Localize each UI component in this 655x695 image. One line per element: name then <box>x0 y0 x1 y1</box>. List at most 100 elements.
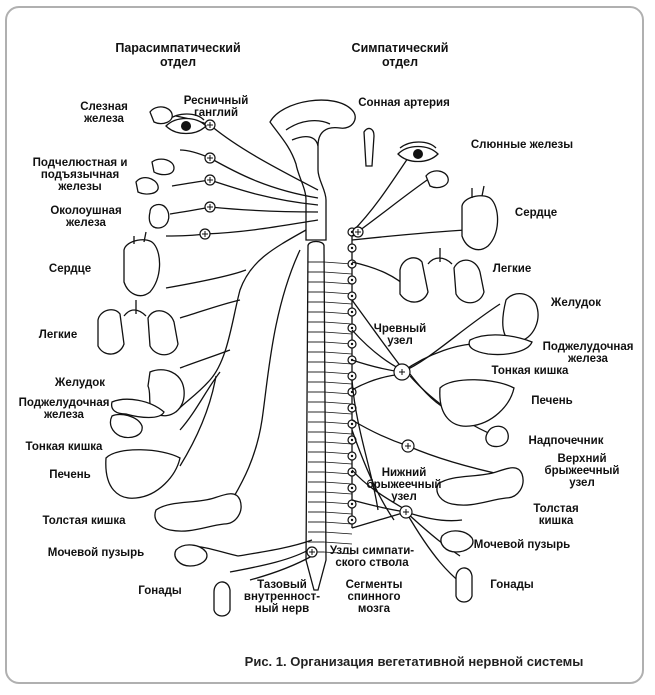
left-liver-icon <box>105 449 181 499</box>
label-parotid-2: железа <box>65 217 107 229</box>
label-right-bladder: Мочевой пузырь <box>474 539 570 551</box>
brain-stem <box>269 99 356 241</box>
ramus-line <box>323 301 353 305</box>
right-organs <box>363 127 539 603</box>
left-small-intestine-icon <box>109 413 143 439</box>
left-colon-icon <box>154 493 242 532</box>
right-stomach-icon <box>502 293 539 343</box>
label-sup-mesenteric-1: Верхний <box>557 453 606 465</box>
label-ciliary-ganglion-2: ганглий <box>194 107 238 119</box>
ramus-line <box>323 281 353 285</box>
ramus-line <box>323 381 353 385</box>
left-heart-icon <box>123 239 161 297</box>
trunk-ganglion-dot <box>350 406 354 410</box>
ramus-line <box>323 361 353 365</box>
header-para-line1: Парасимпатический <box>115 41 240 55</box>
label-right-pancreas-1: Поджелудочная <box>543 341 634 353</box>
label-lacrimal-1: Слезная <box>80 101 128 113</box>
right-bladder-icon <box>440 530 474 553</box>
symp-ganglion-mark <box>403 509 409 515</box>
label-left-stomach: Желудок <box>54 377 105 389</box>
trunk-ganglion-dot <box>350 326 354 330</box>
label-lacrimal-2: железа <box>83 113 125 125</box>
trunk-ganglion-dot <box>350 262 354 266</box>
trunk-ganglion-dot <box>350 246 354 250</box>
left-sublingual-gland-icon <box>151 158 175 176</box>
symp-ganglion-mark <box>355 229 361 235</box>
trunk-ganglion-dot <box>350 502 354 506</box>
para-ganglion-mark <box>207 155 213 161</box>
label-parotid-1: Околоушная <box>50 205 121 217</box>
ramus-line <box>323 431 353 435</box>
ramus-line <box>323 261 353 265</box>
ramus-line <box>323 271 353 275</box>
label-left-liver: Печень <box>49 469 90 481</box>
label-left-pancreas-1: Поджелудочная <box>19 397 110 409</box>
trunk-ganglion-dot <box>350 374 354 378</box>
label-right-small-intestine: Тонкая кишка <box>492 365 569 377</box>
left-lacrimal-gland-icon <box>149 106 173 125</box>
label-trunk-nodes-2: ского ствола <box>335 557 409 569</box>
label-inf-mesenteric-1: Нижний <box>382 467 427 479</box>
left-gonads-icon <box>213 581 231 617</box>
trunk-ganglion-dot <box>350 422 354 426</box>
label-segments-3: мозга <box>358 603 391 615</box>
label-right-colon-1: Толстая <box>533 503 578 515</box>
ramus-line <box>323 481 353 485</box>
para-ganglion-mark <box>207 177 213 183</box>
right-adrenal-icon <box>485 425 509 448</box>
para-ganglion-mark <box>207 204 213 210</box>
label-right-pancreas-2: железа <box>567 353 609 365</box>
ramus-line <box>323 541 353 545</box>
ramus-line <box>323 531 353 535</box>
label-celiac-1: Чревный <box>374 323 426 335</box>
ramus-line <box>323 461 353 465</box>
sympathetic-trunk <box>347 227 357 528</box>
label-ciliary-ganglion-1: Ресничный <box>184 95 249 107</box>
label-celiac-2: узел <box>387 335 413 347</box>
label-trunk-nodes-1: Узлы симпати- <box>330 545 414 557</box>
header-para-line2: отдел <box>160 55 196 69</box>
ramus-line <box>323 501 353 505</box>
label-right-liver: Печень <box>531 395 572 407</box>
label-right-gonads: Гонады <box>490 579 534 591</box>
spinal-cord <box>305 240 353 591</box>
header-sympathetic: Симпатический отдел <box>352 41 449 69</box>
label-right-colon-2: кишка <box>539 515 574 527</box>
label-carotid: Сонная артерия <box>358 97 450 109</box>
ramus-line <box>323 451 353 455</box>
left-bladder-icon <box>174 544 208 567</box>
trunk-ganglion-dot <box>350 294 354 298</box>
right-liver-icon <box>439 379 515 427</box>
label-segments-1: Сегменты <box>346 579 403 591</box>
left-organs <box>97 106 242 617</box>
right-lungs-icon <box>399 257 485 304</box>
left-stomach-icon <box>147 369 185 417</box>
ramus-line <box>323 341 353 345</box>
ramus-line <box>323 491 353 495</box>
header-parasympathetic: Парасимпатический отдел <box>115 41 240 69</box>
label-pelvic-nerve-2: внутренност- <box>244 591 320 603</box>
header-symp-line1: Симпатический <box>352 41 449 55</box>
label-submandibular-3: железы <box>57 181 102 193</box>
left-lungs-icon <box>97 309 179 356</box>
right-eye-icon <box>397 141 439 163</box>
label-left-pancreas-2: железа <box>43 409 85 421</box>
right-colon-icon <box>436 467 524 506</box>
ramus-line <box>323 421 353 425</box>
ramus-line <box>323 511 353 515</box>
ramus-line <box>323 371 353 375</box>
right-heart-icon <box>461 195 499 251</box>
label-submandibular-2: подъязычная <box>41 169 119 181</box>
label-left-lungs: Легкие <box>39 329 77 341</box>
carotid-artery-icon <box>363 127 375 167</box>
para-ganglion-mark <box>207 122 213 128</box>
ramus-line <box>323 411 353 415</box>
trunk-ganglion-dot <box>350 438 354 442</box>
para-ganglion-mark <box>202 231 208 237</box>
trunk-ganglion-dot <box>350 310 354 314</box>
ramus-line <box>323 441 353 445</box>
right-salivary-gland-icon <box>425 170 449 189</box>
right-gonads-icon <box>455 567 473 603</box>
label-inf-mesenteric-3: узел <box>391 491 417 503</box>
